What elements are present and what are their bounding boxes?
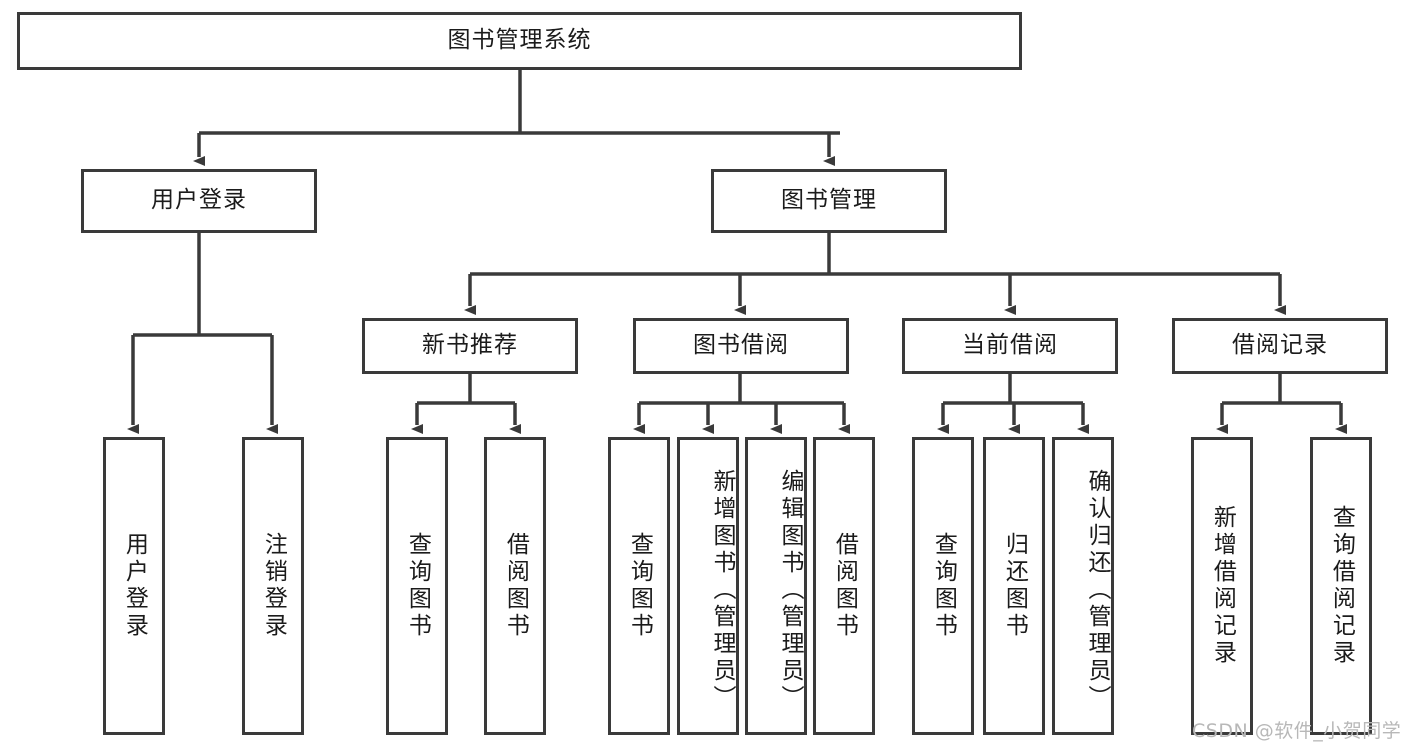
leaf-borrow-book-recommend[interactable]: 借阅图书 (484, 437, 546, 735)
node-root[interactable]: 图书管理系统 (17, 12, 1022, 70)
node-level1-user-login[interactable]: 用户登录 (81, 169, 317, 233)
node-level2-current-borrow[interactable]: 当前借阅 (902, 318, 1118, 374)
leaf-query-borrow-record[interactable]: 查询借阅记录 (1310, 437, 1372, 735)
node-level2-new-book-recommend[interactable]: 新书推荐 (362, 318, 578, 374)
node-level2-borrow-record[interactable]: 借阅记录 (1172, 318, 1388, 374)
node-level2-book-borrow[interactable]: 图书借阅 (633, 318, 849, 374)
leaf-query-book-borrow[interactable]: 查询图书 (608, 437, 670, 735)
leaf-edit-book-admin[interactable]: 编辑图书（管理员） (745, 437, 807, 735)
leaf-query-book-current[interactable]: 查询图书 (912, 437, 974, 735)
leaf-return-book[interactable]: 归还图书 (983, 437, 1045, 735)
leaf-confirm-return-admin[interactable]: 确认归还（管理员） (1052, 437, 1114, 735)
leaf-user-login[interactable]: 用户登录 (103, 437, 165, 735)
leaf-add-borrow-record[interactable]: 新增借阅记录 (1191, 437, 1253, 735)
node-level1-book-management[interactable]: 图书管理 (711, 169, 947, 233)
leaf-logout[interactable]: 注销登录 (242, 437, 304, 735)
csdn-watermark: CSDN @软件_小贺同学 (1192, 720, 1402, 742)
leaf-add-book-admin[interactable]: 新增图书（管理员） (677, 437, 739, 735)
leaf-borrow-book[interactable]: 借阅图书 (813, 437, 875, 735)
leaf-query-book-recommend[interactable]: 查询图书 (386, 437, 448, 735)
